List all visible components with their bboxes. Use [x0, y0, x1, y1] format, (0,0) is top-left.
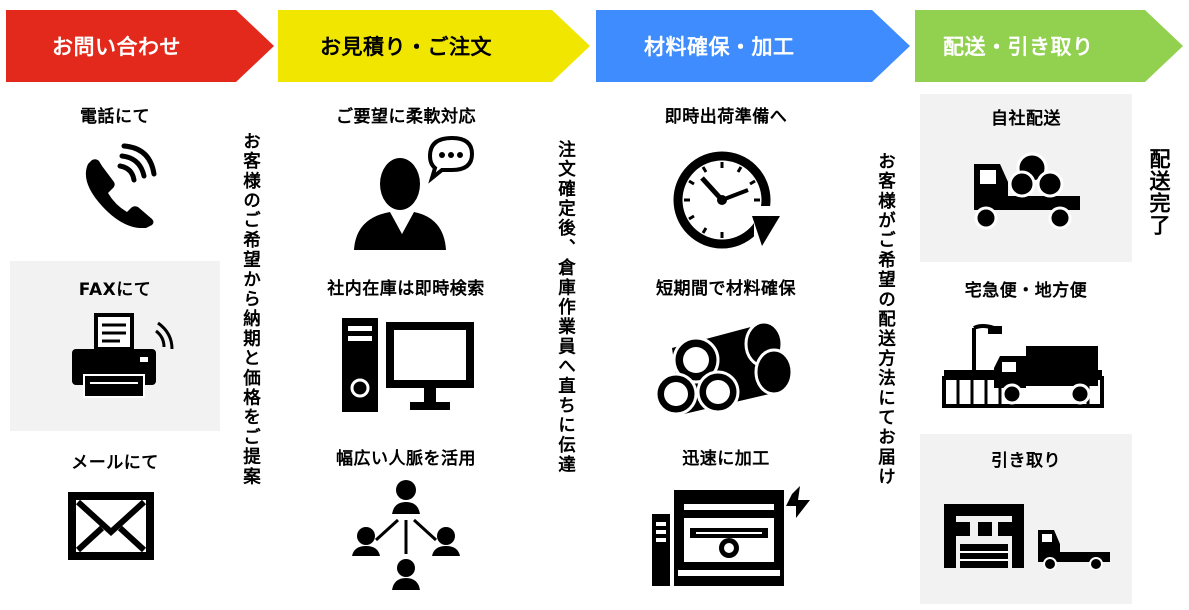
connector-material-to-delivery: お客様がご希望の配送方法にてお届け — [875, 152, 896, 487]
step-material-arrow: 材料確保・加工 — [596, 10, 910, 82]
delivery-pickup-panel: 引き取り — [920, 434, 1132, 604]
contact-mail-panel: メールにて — [10, 434, 220, 604]
machine-icon — [652, 486, 810, 586]
delivery-complete-label: 配送完了 — [1147, 148, 1171, 236]
consultant-icon — [354, 136, 474, 250]
step-contact-arrow: お問い合わせ — [6, 10, 274, 82]
material-ship-panel: 即時出荷準備へ — [610, 92, 842, 260]
contact-fax-label: FAXにて — [78, 280, 152, 300]
fax-icon — [72, 313, 174, 398]
delivery-pickup-label: 引き取り — [991, 451, 1061, 471]
contact-mail-label: メールにて — [71, 453, 159, 473]
material-process-panel: 迅速に加工 — [610, 434, 842, 604]
material-secure-label: 短期間で材料確保 — [656, 279, 796, 299]
quote-network-label: 幅広い人脈を活用 — [336, 449, 476, 469]
delivery-own-panel: 自社配送 — [920, 94, 1132, 262]
delivery-courier-panel: 宅急便・地方便 — [920, 264, 1132, 432]
step-quote-title: お見積り・ご注文 — [320, 35, 492, 59]
warehouse-icon — [944, 504, 1110, 570]
contact-phone-panel: 電話にて — [10, 92, 220, 260]
step-contact-title: お問い合わせ — [52, 35, 181, 59]
network-icon — [352, 480, 460, 590]
step-delivery-title: 配送・引き取り — [943, 35, 1094, 59]
step-material-title: 材料確保・加工 — [644, 35, 795, 59]
delivery-own-label: 自社配送 — [991, 109, 1061, 129]
quote-flexible-label: ご要望に柔軟対応 — [336, 107, 476, 127]
material-process-label: 迅速に加工 — [682, 449, 770, 469]
material-secure-panel: 短期間で材料確保 — [610, 262, 842, 432]
connector-contact-to-quote: お客様のご希望から納期と価格をご提案 — [240, 132, 261, 487]
quote-stock-panel: 社内在庫は即時検索 — [290, 262, 522, 432]
pipes-icon — [654, 320, 794, 414]
delivery-courier-label: 宅急便・地方便 — [964, 281, 1088, 301]
courier-icon — [942, 324, 1104, 408]
clock-icon — [673, 151, 784, 249]
quote-flexible-panel: ご要望に柔軟対応 — [290, 92, 522, 260]
quote-stock-label: 社内在庫は即時検索 — [327, 279, 485, 299]
mail-icon — [68, 492, 154, 560]
material-ship-label: 即時出荷準備へ — [664, 107, 788, 127]
contact-fax-panel: FAXにて — [10, 261, 220, 431]
connector-quote-to-material: 注文確定後、倉庫作業員へ直ちに伝達 — [555, 140, 576, 475]
step-delivery-arrow: 配送・引き取り — [915, 10, 1183, 82]
step-quote-arrow: お見積り・ご注文 — [278, 10, 590, 82]
contact-phone-label: 電話にて — [80, 107, 150, 127]
computer-icon — [342, 318, 474, 412]
phone-icon — [85, 143, 157, 228]
quote-network-panel: 幅広い人脈を活用 — [290, 434, 522, 604]
truck-icon — [974, 152, 1080, 230]
